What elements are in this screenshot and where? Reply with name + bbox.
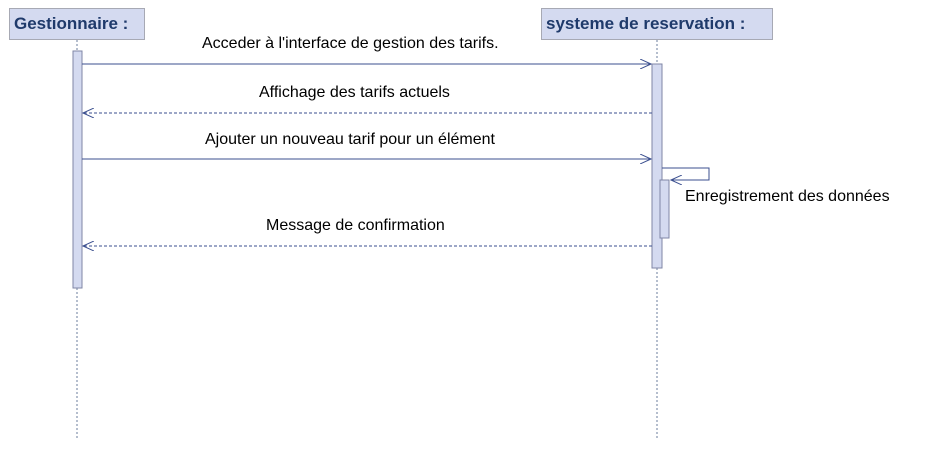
lifeline-head-systeme: systeme de reservation : xyxy=(541,8,773,40)
message-label-1: Acceder à l'interface de gestion des tar… xyxy=(202,35,499,52)
activation-bar-systeme xyxy=(651,63,663,269)
activation-bar-gestionnaire xyxy=(72,50,83,289)
message-label-4: Enregistrement des données xyxy=(685,188,890,205)
lifeline-head-gestionnaire: Gestionnaire : xyxy=(9,8,145,40)
message-label-3: Ajouter un nouveau tarif pour un élément xyxy=(205,131,495,148)
message-label-5: Message de confirmation xyxy=(266,217,445,234)
activation-bar-systeme-nested xyxy=(659,179,670,239)
message-arrow-4-self xyxy=(662,167,710,180)
message-label-2: Affichage des tarifs actuels xyxy=(259,84,450,101)
